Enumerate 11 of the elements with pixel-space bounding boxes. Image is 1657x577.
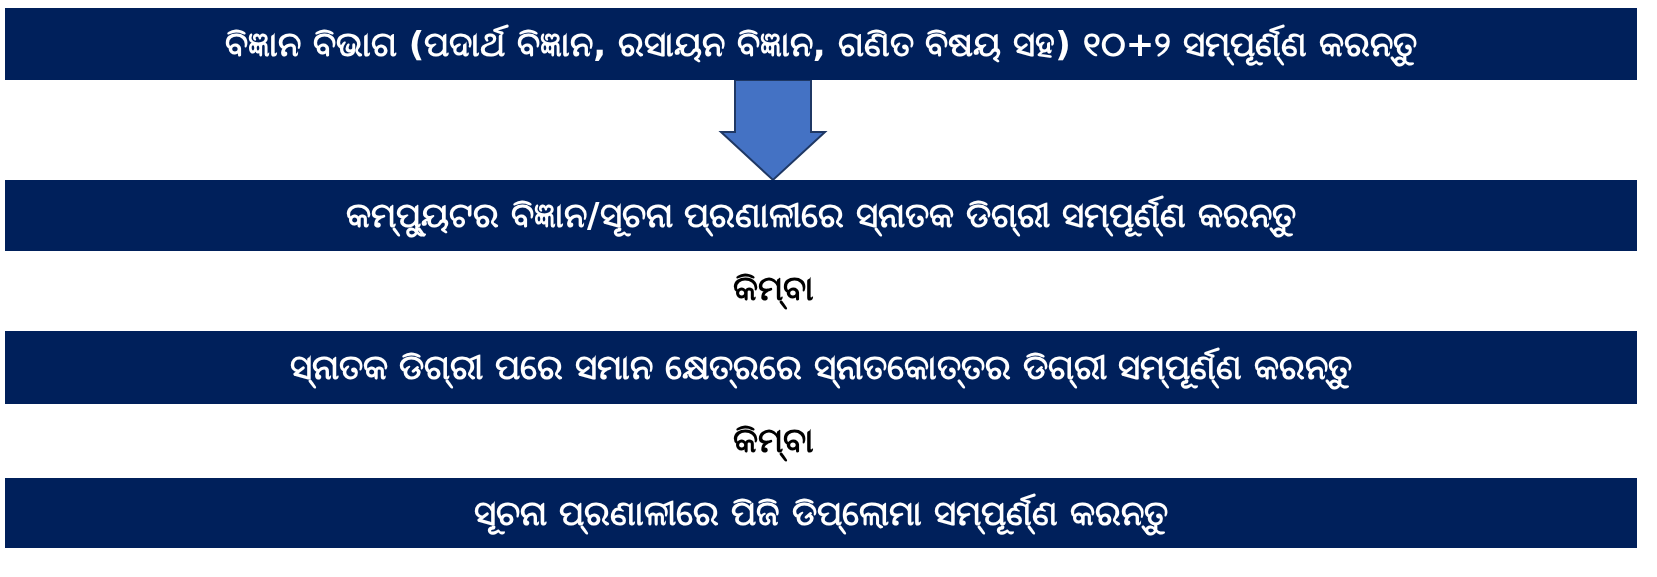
step-text: ସ୍ନାତକ ଡିଗ୍ରୀ ପରେ ସମାନ କ୍ଷେତ୍ରରେ ସ୍ନାତକୋତ୍ତର ଡିଗ୍ରୀ ସମ୍ପୂର୍ଣ୍ଣ କରନ୍ତୁ xyxy=(289,347,1353,388)
block-arrow xyxy=(718,79,828,182)
step-bar xyxy=(5,331,1637,404)
step-text: କମ୍ପ୍ୟୁଟର ବିଜ୍ଞାନ/ସୂଚନା ପ୍ରଣାଳୀରେ ସ୍ନାତକ ଡିଗ୍ରୀ ସମ୍ପୂର୍ଣ୍ଣ କରନ୍ତୁ xyxy=(346,195,1296,236)
or-text: କିମ୍ବା xyxy=(732,420,814,461)
step-bar xyxy=(5,180,1637,251)
or-text: କିମ୍ବା xyxy=(732,268,814,309)
step-text: ସୂଚନା ପ୍ରଣାଳୀରେ ପିଜି ଡିପ୍ଲୋମା ସମ୍ପୂର୍ଣ୍ଣ କରନ୍ତୁ xyxy=(474,492,1168,534)
step-bar xyxy=(5,8,1637,80)
step-bar xyxy=(5,478,1637,548)
step-text: ବିଜ୍ଞାନ ବିଭାଗ (ପଦାର୍ଥ ବିଜ୍ଞାନ, ରସାୟନ ବିଜ୍ଞାନ, ଗଣିତ ବିଷୟ ସହ) ୧୦+୨ ସମ୍ପୂର୍ଣ୍ଣ କରନ୍ତୁ xyxy=(225,23,1417,65)
